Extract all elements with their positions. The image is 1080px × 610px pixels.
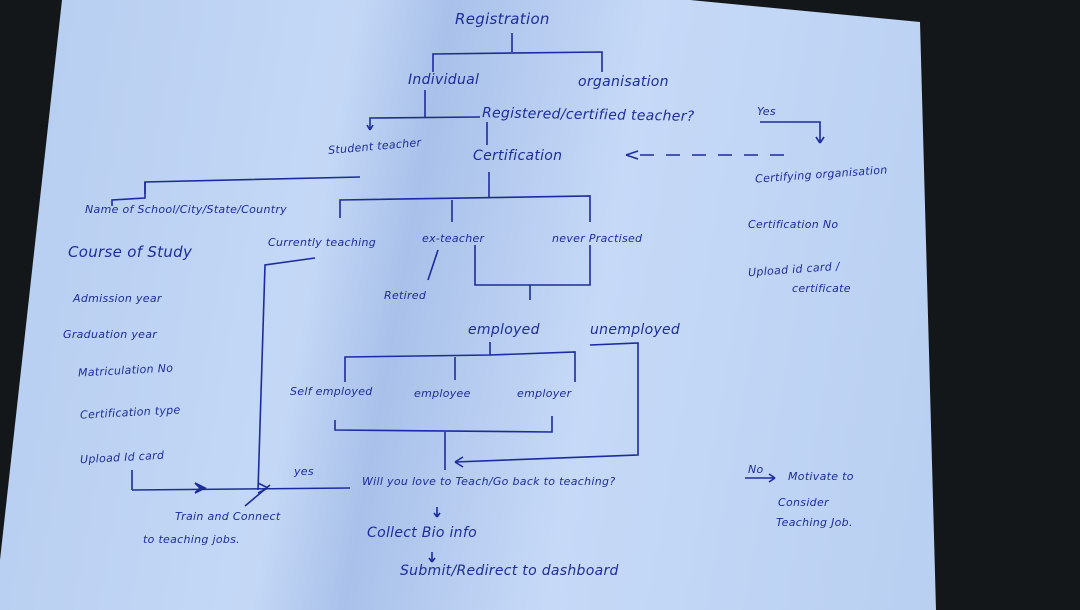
node-employee: employee — [414, 387, 471, 400]
step-course-of-study: Course of Study — [68, 243, 193, 261]
node-retired: Retired — [384, 289, 427, 302]
node-train-connect-cont: to teaching jobs. — [143, 533, 240, 546]
node-ex-teacher: ex-teacher — [422, 232, 485, 245]
node-motivate-cont1: Consider — [778, 496, 829, 509]
node-train-connect: Train and Connect — [175, 510, 281, 523]
node-upload-id-certificate-cont: certificate — [792, 282, 851, 295]
node-question-teach: Will you love to Teach/Go back to teachi… — [362, 475, 616, 488]
node-certification: Certification — [473, 148, 563, 164]
node-employer: employer — [517, 387, 572, 400]
step-admission-year: Admission year — [73, 292, 162, 305]
step-name-of-school: Name of School/City/State/Country — [85, 203, 287, 216]
node-submit: Submit/Redirect to dashboard — [400, 563, 619, 579]
node-never-practised: never Practised — [552, 232, 643, 245]
node-currently-teaching: Currently teaching — [268, 236, 377, 249]
node-organisation: organisation — [578, 74, 669, 90]
node-individual: Individual — [408, 72, 480, 88]
label-yes-top: Yes — [757, 105, 776, 118]
node-motivate-cont2: Teaching Job. — [776, 516, 853, 529]
node-motivate: Motivate to — [788, 470, 854, 483]
node-registration: Registration — [455, 10, 550, 28]
node-certification-no: Certification No — [748, 218, 839, 231]
node-employed: employed — [468, 322, 540, 338]
label-yes-bottom: yes — [294, 465, 314, 478]
node-unemployed: unemployed — [590, 322, 681, 338]
label-no: No — [748, 463, 764, 476]
node-self-employed: Self employed — [290, 385, 373, 398]
node-collect-bio: Collect Bio info — [367, 525, 477, 541]
step-graduation-year: Graduation year — [63, 328, 158, 341]
